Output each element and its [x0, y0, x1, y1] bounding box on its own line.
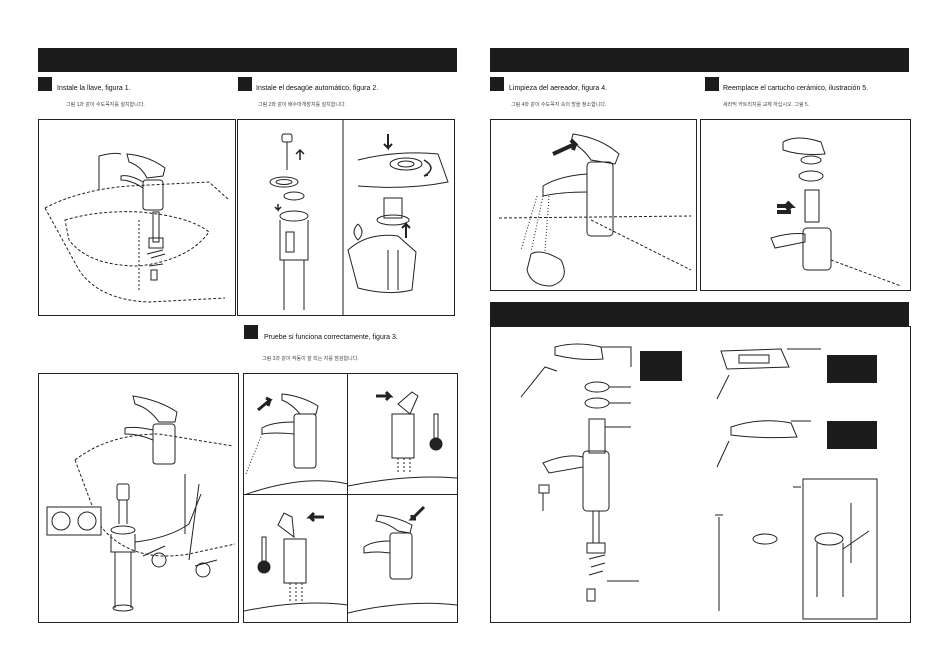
step-5-korean: 세라믹 카트리지를 교체 하십시오. 그림 5.: [723, 102, 810, 108]
figure-2-install-drain: [237, 119, 455, 316]
figure-3-assembly-overview: [38, 373, 239, 623]
step-2-korean: 그림 2와 같이 배수마개장치를 설치합니다.: [258, 102, 346, 108]
step-5-title: Reemplace el cartucho cerámico, ilustrac…: [723, 85, 869, 92]
step-5-number-box: [705, 77, 719, 91]
step-2-title: Instale el desagüe automático, figura 2.: [256, 85, 379, 92]
step-1-number-box: [38, 77, 52, 91]
figure-3b-hot-water: [347, 373, 458, 496]
figure-parts-diagram: [490, 326, 911, 623]
left-header-bar: [38, 48, 457, 72]
right-header-bar: [490, 48, 909, 72]
step-2-number-box: [238, 77, 252, 91]
step-4-title: Limpieza del aereador, figura 4.: [509, 85, 608, 92]
step-3-korean: 그림 3과 같이 작동이 잘 되는 지를 점검합니다.: [262, 356, 359, 362]
figure-3a-operate-lever: [243, 373, 349, 496]
step-4-number-box: [490, 77, 504, 91]
parts-label-box-2: [827, 355, 877, 383]
step-1-title: Instale la llave, figura 1.: [57, 85, 131, 92]
step-1-korean: 그림 1과 같이 수도꼭지를 설치합니다.: [66, 102, 145, 108]
step-3-title: Pruebe si funciona correctamente, figura…: [264, 334, 398, 341]
figure-3c-cold-water: [243, 494, 349, 623]
step-3-number-box: [244, 325, 258, 339]
figure-4-clean-aerator: [490, 119, 697, 291]
figure-1-install-faucet: [38, 119, 236, 316]
figure-5-replace-cartridge: [700, 119, 911, 291]
parts-label-box-1: [640, 351, 682, 381]
right-lower-header-bar: [490, 302, 909, 326]
parts-label-box-3: [827, 421, 877, 449]
figure-3d-close-lever: [347, 494, 458, 623]
step-4-korean: 그림 4와 같이 수도꼭지 속의 망을 청소합니다.: [511, 102, 607, 108]
